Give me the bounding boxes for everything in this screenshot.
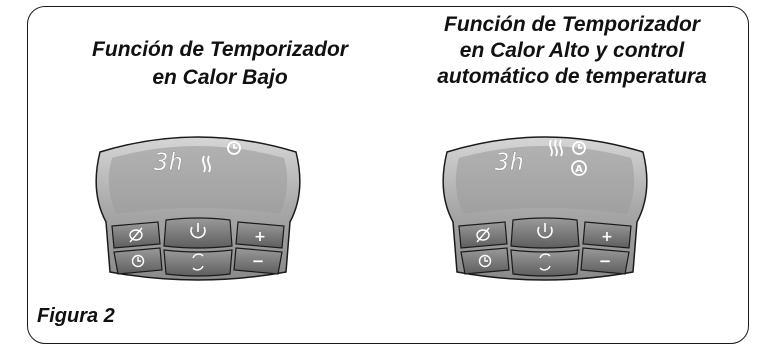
clock-icon [478, 254, 492, 268]
display-area [108, 146, 288, 214]
minus-label: − [252, 252, 265, 270]
mode-button[interactable] [510, 249, 580, 277]
right-title-line-1: Función de Temporizador [444, 13, 700, 36]
clock-icon [227, 141, 241, 155]
right-control-panel: 3h A [433, 122, 657, 286]
plus-button[interactable]: + [235, 221, 285, 249]
power-icon [190, 223, 206, 239]
minus-button[interactable]: − [233, 247, 283, 275]
left-title-line-1: Función de Temporizador [92, 38, 348, 61]
oscillation-icon [476, 227, 490, 243]
timer-button[interactable] [460, 247, 510, 275]
oscillation-icon [129, 227, 143, 243]
right-title-line-3: automático de temperatura [437, 65, 707, 88]
heat-high-three-wave-icon [549, 139, 563, 157]
right-panel-title: Función de Temporizador en Calor Alto y … [398, 12, 746, 90]
left-panel-title: Función de Temporizador en Calor Bajo [60, 36, 380, 92]
oscillation-button[interactable] [458, 221, 508, 249]
mode-button[interactable] [163, 249, 233, 277]
timer-button[interactable] [113, 247, 163, 275]
plus-button[interactable]: + [582, 221, 632, 249]
figure-caption: Figura 2 [37, 305, 115, 327]
right-title-line-2: en Calor Alto y control [459, 39, 685, 62]
power-button[interactable] [163, 217, 233, 249]
hours-readout: 3h [153, 148, 183, 176]
hours-readout: 3h [494, 148, 524, 176]
minus-label: − [599, 252, 612, 270]
display-area [455, 146, 635, 214]
power-icon [537, 223, 553, 239]
cycle-icon [192, 253, 204, 271]
plus-label: + [601, 229, 613, 245]
svg-text:A: A [575, 164, 583, 175]
cycle-icon [539, 253, 551, 271]
auto-a-icon: A [571, 160, 587, 176]
plus-label: + [254, 229, 266, 245]
heat-low-two-wave-icon [202, 155, 211, 173]
left-control-panel: 3h + [86, 122, 310, 286]
oscillation-button[interactable] [111, 221, 161, 249]
left-title-line-2: en Calor Bajo [152, 66, 288, 89]
power-button[interactable] [510, 217, 580, 249]
minus-button[interactable]: − [580, 247, 630, 275]
clock-icon [572, 141, 586, 155]
clock-icon [131, 254, 145, 268]
